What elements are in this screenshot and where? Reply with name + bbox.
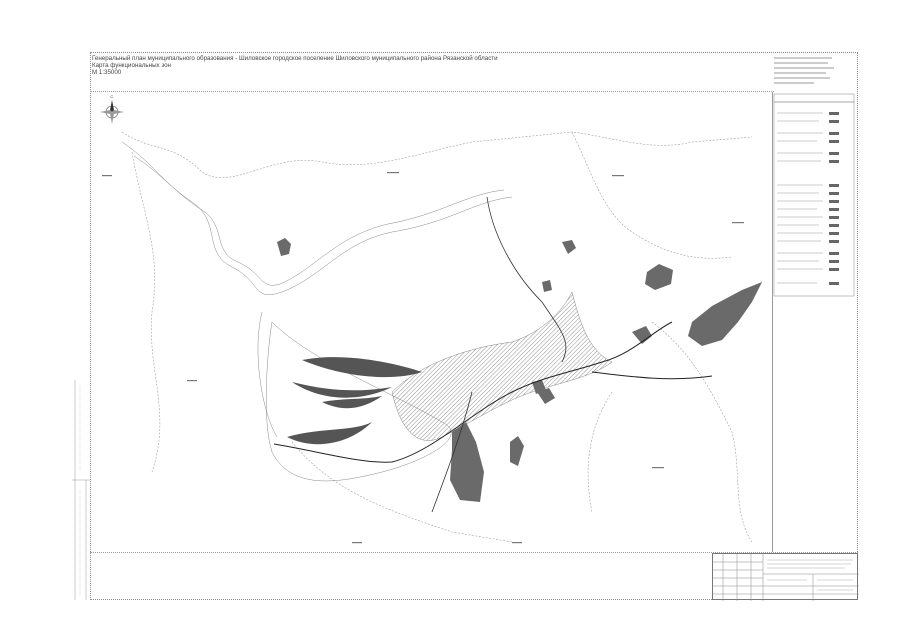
map-scale: М 1:35000: [92, 69, 122, 76]
compass-north-label: С: [110, 94, 113, 99]
map-title-block: Генеральный план муниципального образова…: [92, 55, 592, 76]
railway-line: [273, 321, 713, 463]
urban-zone-hatched[interactable]: [391, 291, 613, 441]
header-divider: [90, 91, 774, 92]
map-sheet-frame: [90, 52, 858, 600]
map-legend: [772, 92, 857, 552]
legend-entries: [773, 93, 855, 297]
stamp-grid: [713, 554, 859, 601]
approval-note-lines: [774, 57, 834, 84]
map-canvas[interactable]: С: [92, 92, 774, 552]
drawing-stamp: [712, 553, 859, 601]
place-labels: [102, 172, 744, 544]
approval-note: [774, 55, 854, 86]
compass-rose-icon: С: [100, 94, 124, 124]
footer-divider: [90, 552, 858, 553]
riverbank-zones: [287, 357, 422, 445]
map-title: Генеральный план муниципального образова…: [92, 55, 498, 62]
map-subtitle: Карта функциональных зон: [92, 62, 171, 69]
main-road: [431, 196, 567, 513]
settlement-boundary: [121, 131, 753, 543]
functional-zones-filled[interactable]: [277, 238, 762, 502]
river-floodplain: [121, 141, 513, 482]
binding-strip: [72, 380, 90, 600]
